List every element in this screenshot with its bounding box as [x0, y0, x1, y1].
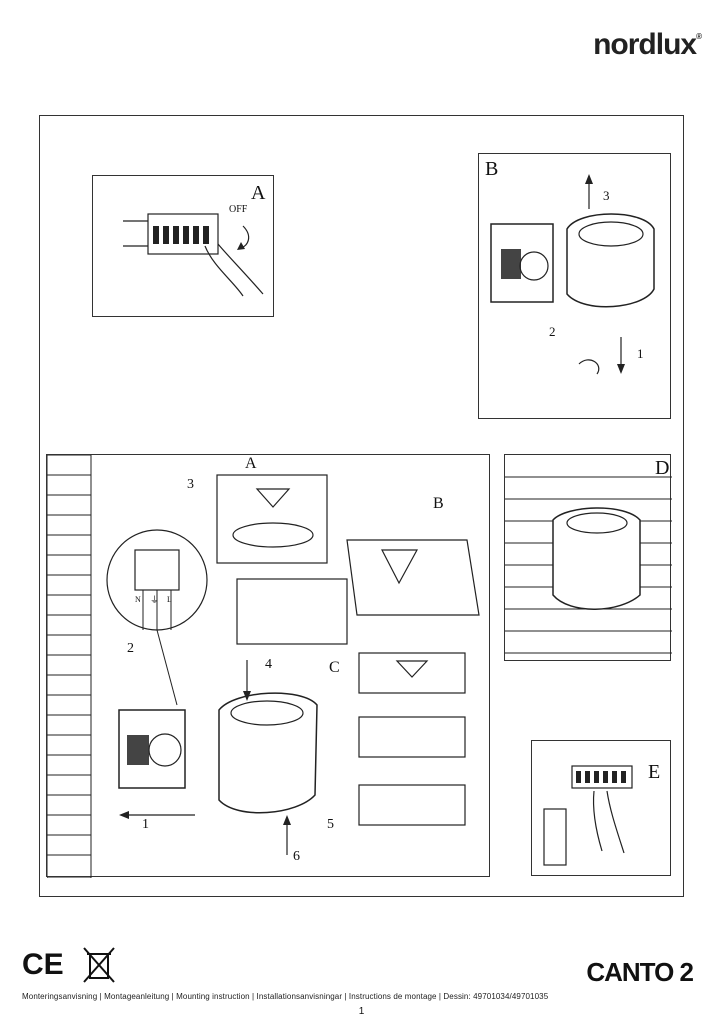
step-m-3: 3 [187, 477, 194, 492]
step-m-4: 4 [265, 657, 272, 672]
weee-bin-icon [83, 947, 115, 983]
panel-e-label: E [648, 761, 661, 783]
terminal-l: L [167, 595, 172, 604]
terminal-earth: ⏚ [150, 595, 160, 605]
page-number: 1 [358, 1006, 365, 1017]
registered-mark: ® [696, 32, 702, 41]
ce-mark: CE [22, 948, 64, 981]
step-b-1: 1 [637, 346, 644, 361]
sub-b-label: B [433, 495, 444, 512]
off-label: OFF [229, 204, 248, 215]
terminal-n: N [135, 595, 141, 604]
panel-a-label: A [251, 182, 266, 204]
switch-on-illustration [543, 765, 633, 866]
brand-logo: nordlux® [593, 28, 702, 62]
step-m-6: 6 [293, 849, 300, 864]
switch-off-illustration [123, 213, 264, 297]
panel-d-finished: D [504, 454, 672, 661]
product-name: CANTO 2 [586, 957, 694, 987]
panel-e-switch-on: E [531, 740, 671, 876]
mounting-illustration [47, 455, 480, 878]
panel-b-label: B [485, 158, 499, 180]
sub-c-label: C [329, 659, 340, 676]
step-b-2: 2 [549, 324, 556, 339]
panel-mounting: A B C 3 2 4 1 5 6 N ⏚ L [46, 454, 490, 878]
step-m-5: 5 [327, 817, 334, 832]
remove-cover-illustration [490, 174, 655, 375]
step-m-2: 2 [127, 641, 134, 656]
language-list: Monteringsanvisning | Montageanleitung |… [22, 992, 549, 1001]
panel-a-switch-off: A OFF [92, 175, 274, 317]
panel-b-remove-cover: B 3 2 1 [478, 153, 671, 419]
step-b-3: 3 [603, 188, 610, 203]
sub-a-label: A [245, 455, 257, 472]
instruction-frame [39, 115, 684, 897]
step-m-1: 1 [142, 817, 149, 832]
finished-lamp-illustration [505, 476, 672, 654]
panel-d-label: D [655, 457, 670, 479]
brand-name: nordlux [593, 28, 697, 61]
